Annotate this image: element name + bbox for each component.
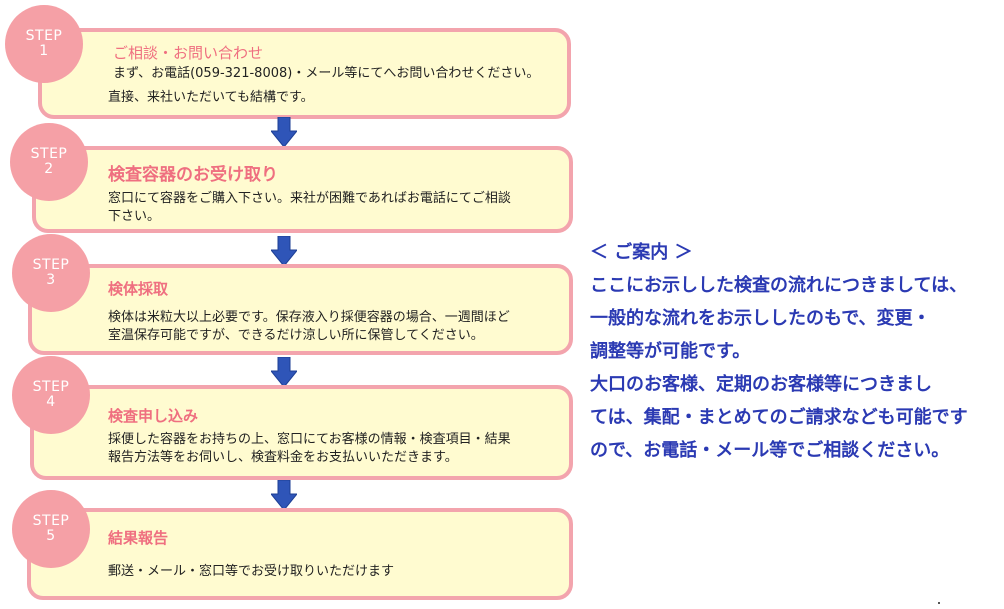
step-3-badge: STEP 3 bbox=[12, 234, 90, 312]
step-5-title: 結果報告 bbox=[108, 529, 169, 547]
step-number: 3 bbox=[46, 272, 56, 288]
step-1-line-2: 直接、来社いただいても結構です。 bbox=[108, 90, 314, 105]
step-1-box bbox=[38, 28, 571, 119]
guide-panel: ＜ ご案内 ＞ ここにお示しした検査の流れにつきましては、 一般的な流れをお示し… bbox=[590, 236, 1000, 467]
guide-line: ては、集配・まとめてのご請求なども可能です bbox=[590, 407, 968, 428]
step-label: STEP bbox=[30, 146, 68, 162]
step-2-box bbox=[32, 146, 573, 233]
down-arrow-icon bbox=[271, 357, 297, 387]
step-4-box bbox=[30, 385, 573, 480]
step-3-title: 検体採取 bbox=[108, 280, 169, 298]
step-5-line-1: 郵送・メール・窓口等でお受け取りいただけます bbox=[108, 564, 395, 579]
step-label: STEP bbox=[32, 379, 70, 395]
step-label: STEP bbox=[25, 28, 63, 44]
step-2-line-1: 窓口にて容器をご購入下さい。来社が困難であればお電話にてご相談 bbox=[108, 191, 511, 206]
step-1-title: ご相談・お問い合わせ bbox=[113, 44, 264, 62]
step-4-badge: STEP 4 bbox=[12, 356, 90, 434]
step-3-box bbox=[28, 264, 573, 355]
guide-line: 一般的な流れをお示ししたのもで、変更・ bbox=[590, 308, 931, 329]
step-3-line-1: 検体は米粒大以上必要です。保存液入り採便容器の場合、一週間ほど bbox=[108, 310, 510, 325]
step-number: 5 bbox=[46, 528, 56, 544]
step-2-title: 検査容器のお受け取り bbox=[108, 165, 278, 185]
step-1-badge: STEP 1 bbox=[5, 5, 83, 83]
step-number: 1 bbox=[39, 43, 49, 59]
step-5-box bbox=[27, 508, 573, 600]
down-arrow-icon bbox=[271, 480, 297, 510]
step-3-line-2: 室温保存可能ですが、できるだけ涼しい所に保管してください。 bbox=[108, 328, 484, 343]
step-1-line-1: まず、お電話(059-321-8008)・メール等にてへお問い合わせください。 bbox=[113, 66, 540, 81]
step-2-badge: STEP 2 bbox=[10, 123, 88, 201]
down-arrow-icon bbox=[271, 236, 297, 266]
step-2-line-2: 下さい。 bbox=[108, 209, 161, 224]
guide-line: ここにお示しした検査の流れにつきましては、 bbox=[590, 275, 968, 296]
step-4-title: 検査申し込み bbox=[108, 407, 199, 425]
step-number: 4 bbox=[46, 394, 56, 410]
guide-heading: ＜ ご案内 ＞ bbox=[590, 242, 693, 263]
step-label: STEP bbox=[32, 513, 70, 529]
down-arrow-icon bbox=[271, 117, 297, 147]
guide-line: 大口のお客様、定期のお客様等につきまし bbox=[590, 374, 932, 395]
step-4-line-2: 報告方法等をお伺いし、検査料金をお支払いいただきます。 bbox=[108, 450, 458, 465]
step-number: 2 bbox=[44, 161, 54, 177]
step-5-badge: STEP 5 bbox=[12, 490, 90, 568]
step-4-line-1: 採便した容器をお持ちの上、窓口にてお客様の情報・検査項目・結果 bbox=[108, 432, 511, 447]
step-label: STEP bbox=[32, 257, 70, 273]
stray-dot bbox=[938, 602, 940, 604]
guide-line: 調整等が可能です。 bbox=[590, 341, 751, 362]
guide-line: ので、お電話・メール等でご相談ください。 bbox=[590, 440, 950, 461]
